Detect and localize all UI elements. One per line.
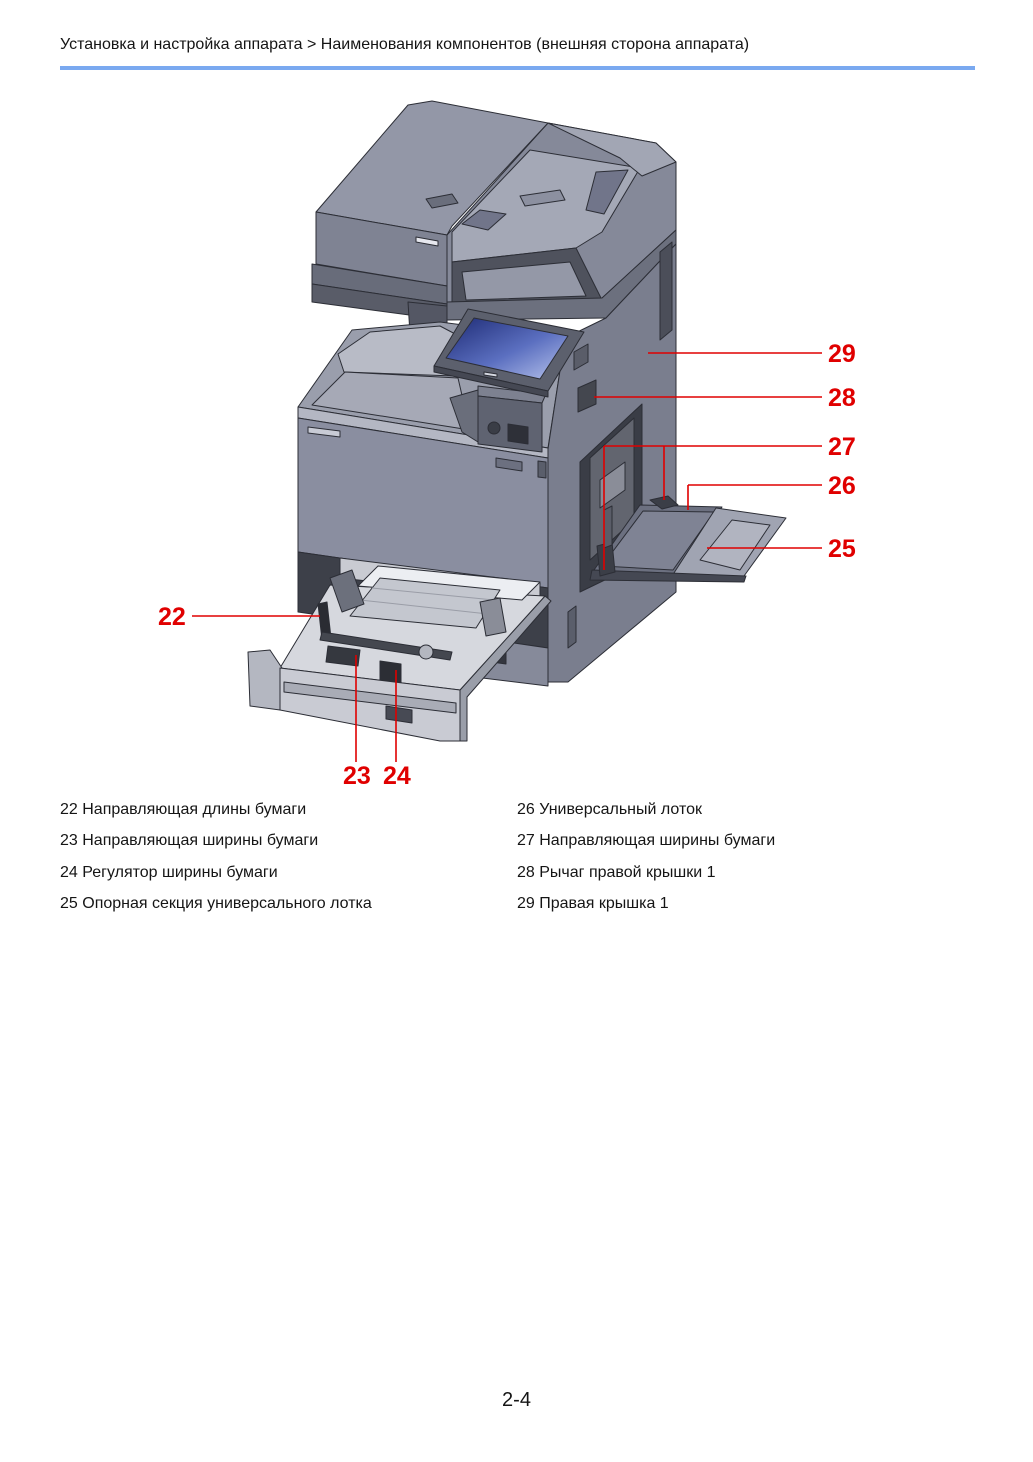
legend-number: 23 <box>60 832 78 850</box>
legend-item-29: 29 Правая крышка 1 <box>517 894 775 925</box>
operation-panel <box>433 308 585 453</box>
printer-illustration <box>247 100 787 742</box>
callout-22: 22 <box>158 603 186 631</box>
legend-number: 24 <box>60 863 78 881</box>
legend-number: 22 <box>60 801 78 818</box>
home-indicator <box>483 371 498 378</box>
legend-item-28: 28 Рычаг правой крышки 1 <box>517 863 775 894</box>
callout-29: 29 <box>828 340 856 368</box>
legend-number: 27 <box>517 832 535 850</box>
paper-length-guide <box>329 569 365 613</box>
callout-28: 28 <box>828 384 856 412</box>
callout-numbers: 22 23 24 25 26 27 28 29 <box>158 340 856 790</box>
legend-item-26: 26 Универсальный лоток <box>517 800 775 831</box>
touch-panel-screen <box>445 317 569 380</box>
legend-label: Направляющая ширины бумаги <box>82 832 319 850</box>
callout-line-26 <box>687 484 822 510</box>
legend-number: 28 <box>517 863 535 881</box>
callout-24: 24 <box>383 762 411 790</box>
side-handle-slot <box>659 241 673 341</box>
multipurpose-tray <box>589 495 787 583</box>
legend-item-27: 27 Направляющая ширины бумаги <box>517 831 775 862</box>
callout-25: 25 <box>828 535 856 563</box>
paper-cassette <box>247 565 552 742</box>
callout-23: 23 <box>343 762 371 790</box>
mp-tray-width-guide-right <box>649 495 679 510</box>
legend-label: Рычаг правой крышки 1 <box>539 863 716 881</box>
legend-label: Направляющая длины бумаги <box>82 801 307 818</box>
page-number: 2-4 <box>502 1389 531 1411</box>
callout-lines <box>192 352 822 762</box>
legend-label: Универсальный лоток <box>539 801 702 818</box>
legend-label: Правая крышка 1 <box>539 894 669 912</box>
power-button <box>487 421 501 435</box>
legend-label: Регулятор ширины бумаги <box>82 863 278 881</box>
callout-27: 27 <box>828 433 856 461</box>
original-eject-tray <box>461 261 587 301</box>
legend-column-left: 22 Направляющая длины бумаги 23 Направля… <box>60 800 372 925</box>
printer-figure: 22 23 24 25 26 27 28 29 <box>158 100 856 790</box>
legend-item-22: 22 Направляющая длины бумаги <box>60 800 372 831</box>
legend-item-25: 25 Опорная секция универсального лотка <box>60 894 372 925</box>
breadcrumb: Установка и настройка аппарата > Наимено… <box>60 36 750 53</box>
legend-number: 25 <box>60 894 78 912</box>
front-cover-handle <box>495 457 523 472</box>
legend-item-24: 24 Регулятор ширины бумаги <box>60 863 372 894</box>
callout-line-27 <box>603 445 822 570</box>
cassette-front <box>279 667 461 742</box>
legend-number: 29 <box>517 894 535 912</box>
legend-number: 26 <box>517 801 535 818</box>
legend: 22 Направляющая длины бумаги 23 Направля… <box>60 800 980 930</box>
callout-26: 26 <box>828 472 856 500</box>
legend-label: Опорная секция универсального лотка <box>82 894 372 912</box>
header-rule <box>60 66 975 70</box>
legend-item-23: 23 Направляющая ширины бумаги <box>60 831 372 862</box>
right-cover-1-lever <box>577 379 597 413</box>
usb-port-cover <box>507 423 529 445</box>
legend-column-right: 26 Универсальный лоток 27 Направляющая ш… <box>517 800 775 925</box>
adf-cover-handle <box>425 193 459 209</box>
legend-label: Направляющая ширины бумаги <box>539 832 776 850</box>
cassette-handle <box>385 705 413 724</box>
document-processor <box>311 100 677 305</box>
adf-label-plate <box>415 236 439 247</box>
